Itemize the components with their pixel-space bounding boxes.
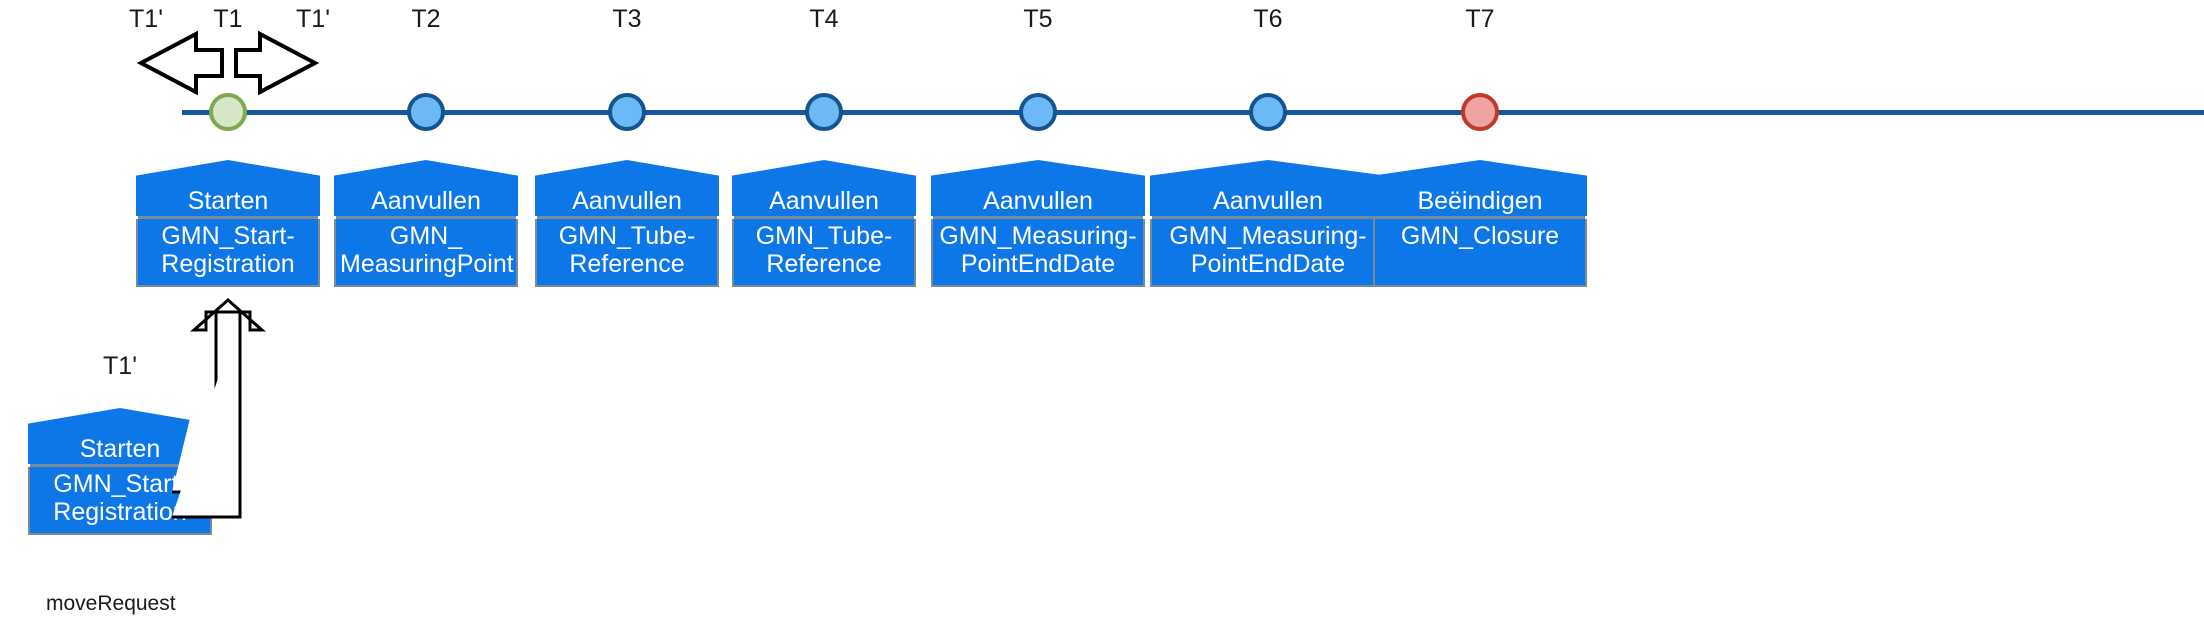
shift-earlier-arrow — [136, 30, 224, 96]
card-t3-action: Aanvullen — [572, 186, 682, 215]
move-request-arrowhead — [190, 297, 266, 332]
node-t3[interactable] — [608, 93, 646, 131]
card-t5[interactable]: Aanvullen...GMN_Measuring-PointEndDate — [931, 160, 1145, 287]
move-request-label: moveRequest — [46, 592, 176, 615]
card-t7-header: Beëindigen — [1373, 160, 1587, 216]
node-t1[interactable] — [209, 93, 247, 131]
tick-label-t1prime-left: T1' — [129, 5, 163, 33]
card-t6-entity: GMN_Measuring-PointEndDate — [1150, 219, 1386, 287]
card-t4-header: Aanvullen — [732, 160, 916, 216]
origin-event-card[interactable]: Starten GMN_Start-Registration — [28, 408, 212, 535]
card-t6-ellipsis-icon: ... — [1259, 203, 1277, 220]
card-t4-divider — [734, 216, 914, 219]
tick-label-t1prime-right: T1' — [296, 5, 330, 33]
tick-label-t5: T5 — [1023, 5, 1053, 33]
node-t7[interactable] — [1461, 93, 1499, 131]
card-t7-divider — [1375, 216, 1585, 219]
origin-card-divider — [30, 464, 210, 467]
card-t6-header: Aanvullen... — [1150, 160, 1386, 216]
card-t6-action: Aanvullen — [1213, 186, 1323, 215]
card-t2-action: Aanvullen — [371, 186, 481, 215]
card-t2-header: Aanvullen — [334, 160, 518, 216]
origin-card-action: Starten — [79, 434, 161, 463]
card-t2-divider — [336, 216, 516, 219]
node-t5[interactable] — [1019, 93, 1057, 131]
card-t3-divider — [537, 216, 717, 219]
card-t7-entity: GMN_Closure — [1373, 219, 1587, 287]
card-t6-divider — [1152, 216, 1384, 219]
card-t1-divider — [138, 216, 318, 219]
card-t5-divider — [933, 216, 1143, 219]
shift-later-arrow — [234, 30, 320, 96]
node-t2[interactable] — [407, 93, 445, 131]
card-t3-header: Aanvullen — [535, 160, 719, 216]
origin-card-header: Starten — [28, 408, 212, 464]
card-t7-action: Beëindigen — [1417, 186, 1543, 215]
card-t1-header: Starten — [136, 160, 320, 216]
tick-label-t7: T7 — [1465, 5, 1495, 33]
origin-card-entity: GMN_Start-Registration — [28, 467, 212, 535]
card-t2-entity: GMN_MeasuringPoint — [334, 219, 518, 287]
card-t6[interactable]: Aanvullen...GMN_Measuring-PointEndDate — [1150, 160, 1386, 287]
card-t1-entity: GMN_Start-Registration — [136, 219, 320, 287]
card-t1-action: Starten — [187, 186, 269, 215]
tick-label-t6: T6 — [1253, 5, 1283, 33]
node-t6[interactable] — [1249, 93, 1287, 131]
card-t5-action: Aanvullen — [983, 186, 1093, 215]
tick-label-t1: T1 — [213, 5, 243, 33]
tick-label-t2: T2 — [411, 5, 441, 33]
origin-tick-label: T1' — [103, 352, 137, 380]
card-t4-action: Aanvullen — [769, 186, 879, 215]
card-t4-entity: GMN_Tube-Reference — [732, 219, 916, 287]
tick-label-t4: T4 — [809, 5, 839, 33]
node-t4[interactable] — [805, 93, 843, 131]
timeline-axis — [182, 110, 2204, 115]
card-t5-ellipsis-icon: ... — [1029, 203, 1047, 220]
card-t3-entity: GMN_Tube-Reference — [535, 219, 719, 287]
card-t5-entity: GMN_Measuring-PointEndDate — [931, 219, 1145, 287]
card-t5-header: Aanvullen... — [931, 160, 1145, 216]
tick-label-t3: T3 — [612, 5, 642, 33]
